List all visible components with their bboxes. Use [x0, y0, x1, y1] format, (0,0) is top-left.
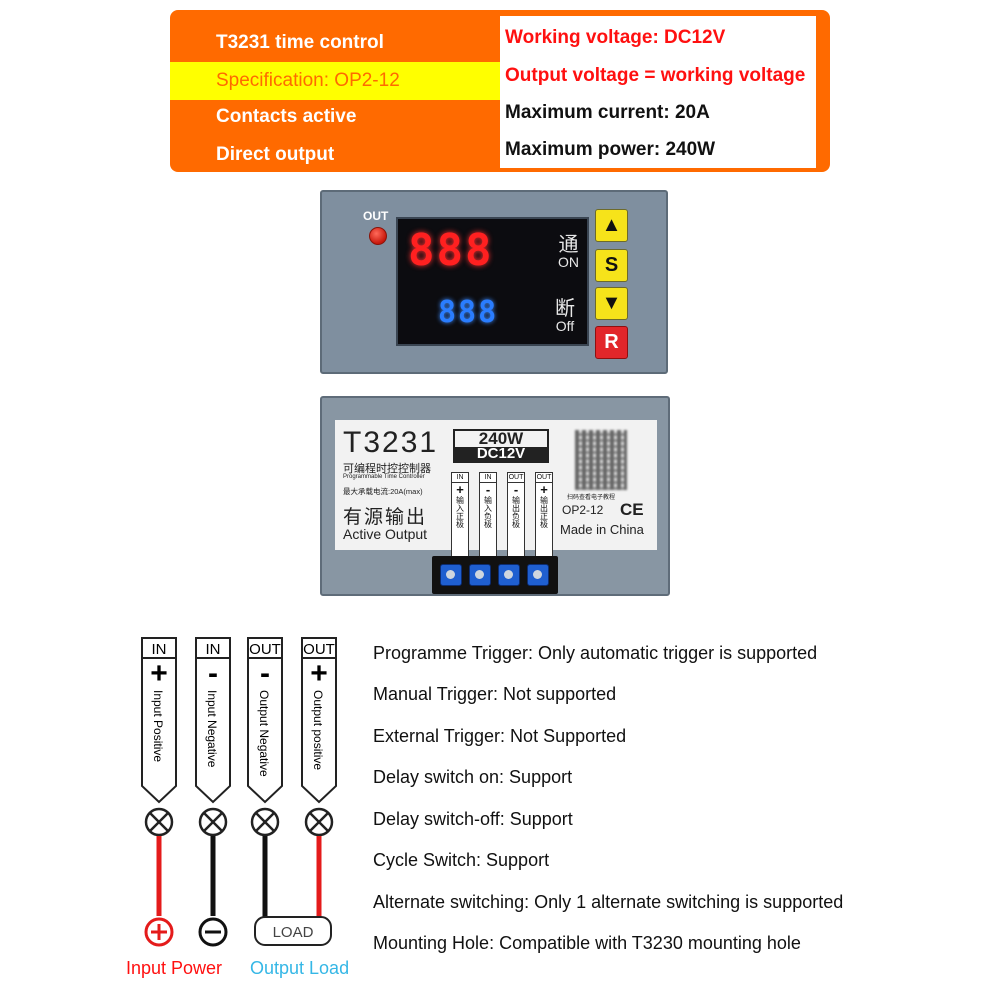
ce-mark: CE [620, 500, 644, 519]
wiring-terminal-label: Output positive [311, 690, 325, 770]
out-indicator-led [369, 227, 387, 245]
label-terminal-top: OUT [536, 474, 552, 483]
wiring-terminal-top: OUT [249, 641, 281, 658]
power-rating: 240W [478, 429, 524, 448]
wiring-terminal: OUT - Output Negative [247, 637, 283, 920]
up-button[interactable]: ▲ [595, 209, 628, 242]
wiring-terminal-label: Input Positive [151, 690, 165, 762]
cn-subtitle: 可编程时控控制器 [343, 463, 431, 475]
down-button[interactable]: ▼ [595, 287, 628, 320]
wiring-terminal-top: IN [206, 641, 221, 658]
wiring-terminal-sign: - [260, 657, 270, 690]
model-number: T3231 [343, 426, 439, 459]
spec-left-column: T3231 time control Specification: OP2-12… [170, 10, 500, 172]
label-terminal: IN - 输入负极 [479, 472, 497, 558]
wiring-terminal-sign: + [150, 657, 168, 690]
load-box [254, 916, 332, 946]
wiring-terminal: IN - Input Negative [195, 637, 231, 947]
wiring-terminal-sign: + [310, 657, 328, 690]
led-display: 888 888 通 ON 断 Off [396, 217, 589, 346]
wiring-diagram: IN + Input Positive IN - Input Negative … [141, 637, 337, 947]
label-terminal-top: IN [480, 473, 496, 483]
feature-item: Mounting Hole: Compatible with T3230 mou… [373, 933, 801, 953]
label-terminal: OUT - 输出负极 [507, 472, 525, 558]
terminal-screw [527, 564, 549, 586]
wiring-terminal: OUT + Output positive [301, 637, 337, 920]
active-output-en: Active Output [343, 526, 428, 542]
terminal-screw [498, 564, 520, 586]
label-terminal-cn: 输出负极 [511, 496, 521, 528]
spec-specification: Specification: OP2-12 [170, 62, 500, 100]
out-indicator-label: OUT [363, 209, 389, 223]
spec-max-power: Maximum power: 240W [505, 139, 716, 160]
feature-item: External Trigger: Not Supported [373, 726, 627, 746]
terminal-screw [440, 564, 462, 586]
output-load-label: Output Load [250, 958, 350, 978]
set-button[interactable]: S [595, 249, 628, 282]
qr-code [575, 430, 627, 490]
screw-terminal-block [432, 556, 558, 594]
label-terminal-cn: 输入负极 [483, 496, 493, 528]
off-tag-cn: 断 [555, 298, 575, 320]
input-power-label: Input Power [126, 958, 223, 978]
spec-max-current: Maximum current: 20A [505, 102, 710, 123]
label-terminal-sign: - [513, 482, 519, 497]
spec-output-voltage: Output voltage = working voltage [505, 65, 806, 86]
wiring-terminal-top: IN [152, 641, 167, 658]
spec-contacts: Contacts active [216, 106, 357, 127]
label-spec: OP2-12 [562, 503, 604, 517]
wiring-terminal-sign: - [208, 657, 218, 690]
label-terminal-cn: 输出正极 [539, 496, 549, 528]
terminal-screw [469, 564, 491, 586]
label-terminal-top: IN [452, 473, 468, 483]
label-terminal: OUT + 输出正极 [535, 472, 553, 558]
off-tag: 断 Off [555, 299, 575, 333]
spec-model-title: T3231 time control [216, 32, 384, 53]
feature-item: Alternate switching: Only 1 alternate sw… [373, 892, 844, 912]
label-terminal-top: OUT [508, 474, 524, 483]
feature-item: Delay switch-off: Support [373, 809, 573, 829]
reset-button[interactable]: R [595, 326, 628, 359]
spec-working-voltage: Working voltage: DC12V [505, 27, 726, 48]
max-current-note: 最大承载电流:20A(max) [343, 487, 423, 496]
spec-table: T3231 time control Specification: OP2-12… [170, 10, 830, 172]
label-terminal-sign: + [456, 482, 464, 497]
device-front-panel: OUT 888 888 通 ON 断 Off ▲ S ▼ R [320, 190, 668, 374]
label-terminal-sign: - [485, 482, 491, 497]
rating-box: 240W DC12V [453, 429, 549, 463]
label-terminal: IN + 输入正极 [451, 472, 469, 558]
off-time-display: 888 [438, 295, 499, 330]
spec-output-type: Direct output [216, 144, 335, 165]
label-terminal-cn: 输入正极 [455, 496, 465, 528]
off-tag-en: Off [555, 318, 575, 334]
active-output-cn: 有源输出 [343, 507, 428, 528]
device-back-panel: T3231 240W DC12V 可编程时控控制器 Programmable T… [320, 396, 670, 596]
voltage-rating: DC12V [455, 446, 547, 461]
on-time-display: 888 [408, 225, 494, 276]
wiring-terminal-top: OUT [303, 641, 335, 658]
wiring-terminal-label: Output Negative [257, 690, 271, 777]
wiring-terminal: IN + Input Positive [141, 637, 177, 947]
feature-item: Cycle Switch: Support [373, 850, 550, 870]
scan-note: 扫码查看电子教程 [567, 495, 616, 501]
load-label: LOAD [273, 924, 314, 941]
feature-item: Manual Trigger: Not supported [373, 684, 617, 704]
en-subtitle: Programmable Time Controller [343, 474, 425, 480]
spec-right-column: Working voltage: DC12V Output voltage = … [500, 16, 816, 168]
feature-item: Delay switch on: Support [373, 767, 573, 787]
feature-item: Programme Trigger: Only automatic trigge… [373, 643, 818, 663]
product-label: T3231 240W DC12V 可编程时控控制器 Programmable T… [335, 420, 657, 558]
on-tag-en: ON [558, 254, 579, 270]
made-in-china: Made in China [560, 522, 644, 537]
on-tag: 通 ON [558, 235, 579, 269]
label-terminal-sign: + [540, 482, 548, 497]
on-tag-cn: 通 [558, 234, 579, 256]
wiring-terminal-label: Input Negative [205, 690, 219, 768]
